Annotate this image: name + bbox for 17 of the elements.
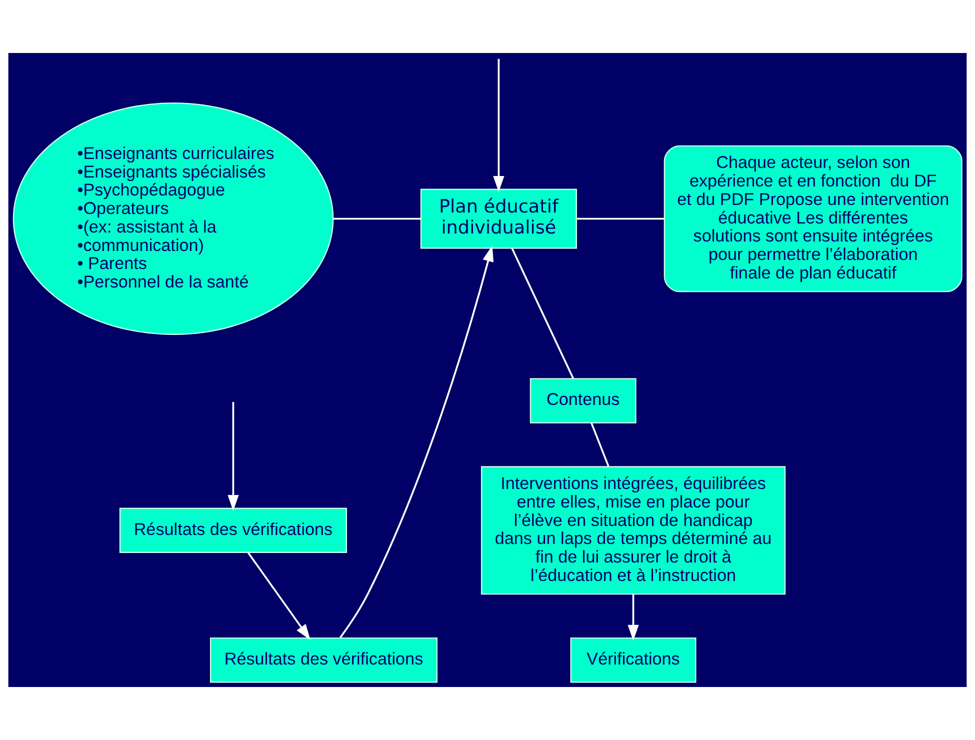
arrow (628, 594, 639, 641)
connector (576, 218, 664, 220)
connector (590, 422, 610, 467)
connector (333, 218, 421, 220)
node-box: Plan éducatif individualisé (420, 188, 577, 249)
arrow (247, 552, 310, 640)
connector (511, 248, 574, 379)
node-box: Résultats des vérifications (119, 508, 347, 554)
arrow (228, 402, 239, 511)
arrow (493, 58, 504, 192)
node-box: Contenus (530, 378, 636, 424)
arrow (340, 246, 494, 638)
node-box: Chaque acteur, selon son expérience et en fonction du DF et du PDF Propose une intervention éducative Les différentes solutions sont ensuite intégrées pour permettre l’élaboration finale de plan éducatif (664, 145, 962, 292)
node-box: Résultats des vérifications (210, 637, 438, 683)
node-box: Interventions intégrées, équilibrées entre elles, mise en place pour l’élève en situation de handicap dans un laps de temps déterminé au fin de lui assurer le droit à l’éducation et à l’instruction (480, 466, 786, 595)
node-box: Vérifications (570, 637, 696, 683)
node-ellipse: •Enseignants curriculaires •Enseignants spécialisés •Psychopédagogue •Operateurs •(ex: assistant à la •communication) • Parents •Personnel de la santé (12, 102, 334, 335)
